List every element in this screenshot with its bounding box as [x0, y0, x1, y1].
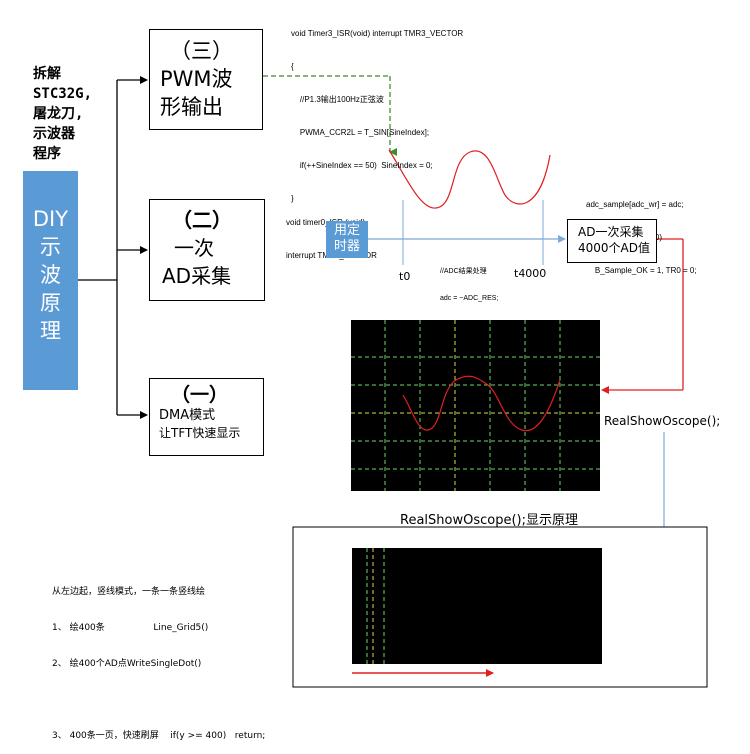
- scope-screen-top: [351, 320, 600, 491]
- draw-steps: 从左边起，竖线模式，一条一条竖线绘 1、 绘400条 Line_Grid5() …: [52, 562, 265, 754]
- ad-result-line: AD一次采集: [578, 225, 644, 239]
- draw-step-line: 3、 400条一页，快速刷屏 if(y >= 400) return;: [52, 731, 266, 741]
- draw-step-line: [52, 694, 265, 706]
- scope-grid-bottom: [366, 548, 385, 664]
- timer3-isr-code: void Timer3_ISR(void) interrupt TMR3_VEC…: [291, 6, 463, 215]
- adc-result-comment: //ADC结果处理 adc = ~ADC_RES;: [440, 249, 498, 312]
- timer-label: 用定: [333, 223, 360, 238]
- code-line: void Timer3_ISR(void) interrupt TMR3_VEC…: [291, 29, 464, 38]
- code-line: adc = ~ADC_RES;: [440, 295, 499, 302]
- step-ad-box: （二） 一次 AD采集: [149, 199, 265, 301]
- step-dma-number: （一）: [171, 384, 229, 406]
- code-line: //P1.3输出100Hz正弦波: [291, 95, 384, 104]
- step-pwm-line: PWM波: [160, 67, 233, 91]
- code-line: B_Sample_OK = 1, TR0 = 0;: [586, 266, 697, 275]
- diagram-connectors: [78, 75, 708, 688]
- step-dma-box: （一） DMA模式 让TFT快速显示: [149, 378, 264, 456]
- timer-label: 时器: [333, 239, 360, 254]
- code-line: }: [291, 194, 294, 203]
- draw-step-line: 1、 绘400条 Line_Grid5(): [52, 623, 209, 633]
- scope-grid-top: [351, 320, 600, 491]
- side-title-line: STC32G,: [33, 86, 93, 102]
- diy-char: 理: [40, 319, 61, 343]
- draw-step-line: 从左边起，竖线模式，一条一条竖线绘: [52, 587, 206, 597]
- pwm-waveform: [388, 149, 551, 209]
- code-line: //ADC结果处理: [440, 268, 487, 275]
- draw-step-line: 2、 绘400个AD点WriteSingleDot(): [52, 659, 202, 669]
- diy-label: DIY: [32, 207, 69, 231]
- ad-to-scope-arrow: [601, 238, 684, 394]
- side-title-line: 示波器: [33, 126, 75, 142]
- code-line: if(++SineIndex == 50) SineIndex = 0;: [291, 161, 433, 170]
- timer-block: 用定 时器: [326, 221, 368, 258]
- bottom-title: RealShowOscope();显示原理: [400, 513, 578, 528]
- diy-char: 波: [40, 263, 61, 287]
- step-pwm-box: （三） PWM波 形输出: [149, 29, 263, 130]
- diy-char: 示: [40, 235, 61, 259]
- step-pwm-line: 形输出: [160, 95, 223, 119]
- scope-trace-top: [402, 375, 561, 432]
- scope-screen-bottom: [352, 548, 602, 664]
- pwm-to-wave-arrow: [263, 75, 397, 156]
- code-line: PWMA_CCR2L = T_SIN[SineIndex];: [291, 128, 430, 137]
- tree-connector: [78, 76, 148, 419]
- realshow-call-label: RealShowOscope();: [604, 414, 721, 428]
- step-dma-line: DMA模式: [159, 408, 216, 423]
- step-dma-line: 让TFT快速显示: [159, 426, 241, 440]
- diy-char: 原: [40, 291, 61, 315]
- code-line: adc_sample[adc_wr] = adc;: [586, 200, 684, 209]
- ad-result-line: 4000个AD值: [578, 241, 650, 255]
- step-ad-line: 一次: [174, 236, 214, 260]
- diy-block: DIY 示 波 原 理: [23, 171, 78, 390]
- side-title-line: 屠龙刀,: [33, 106, 84, 122]
- side-title-line: 拆解: [33, 66, 61, 82]
- side-title-line: 程序: [33, 146, 61, 162]
- t4000-label: t4000: [514, 267, 547, 280]
- side-title: 拆解 STC32G, 屠龙刀, 示波器 程序: [33, 64, 92, 164]
- step-pwm-number: （三）: [170, 39, 233, 63]
- ad-result-box: AD一次采集 4000个AD值: [567, 219, 657, 263]
- step-ad-line: AD采集: [162, 264, 232, 288]
- step-ad-number: （二）: [172, 208, 232, 232]
- t0-label: t0: [399, 270, 411, 283]
- code-line: {: [291, 62, 294, 71]
